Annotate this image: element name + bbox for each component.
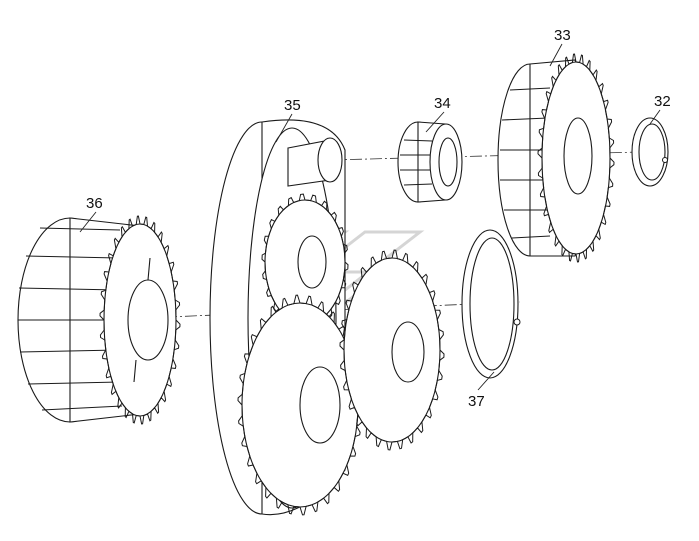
- gear-teeth: [237, 294, 363, 516]
- part-label-36: 36: [86, 195, 103, 212]
- planet-gear-middle: [339, 249, 445, 451]
- snap-ring-32: [631, 117, 669, 187]
- spur-gear-33: [497, 53, 615, 263]
- gear-teeth: [339, 249, 445, 451]
- part-label-34: 34: [434, 95, 451, 112]
- part-label-32: 32: [654, 93, 671, 110]
- part-label-35: 35: [284, 97, 301, 114]
- leader-lines: [79, 43, 661, 391]
- gear-36: [17, 215, 181, 425]
- gear-teeth: [99, 215, 181, 425]
- part-label-37: 37: [468, 393, 485, 410]
- needle-bearing-34: [397, 121, 463, 203]
- part-label-33: 33: [554, 27, 571, 44]
- snap-ring-37: [461, 229, 521, 379]
- gear-teeth: [537, 53, 615, 263]
- planet-gear-lower: [237, 294, 363, 516]
